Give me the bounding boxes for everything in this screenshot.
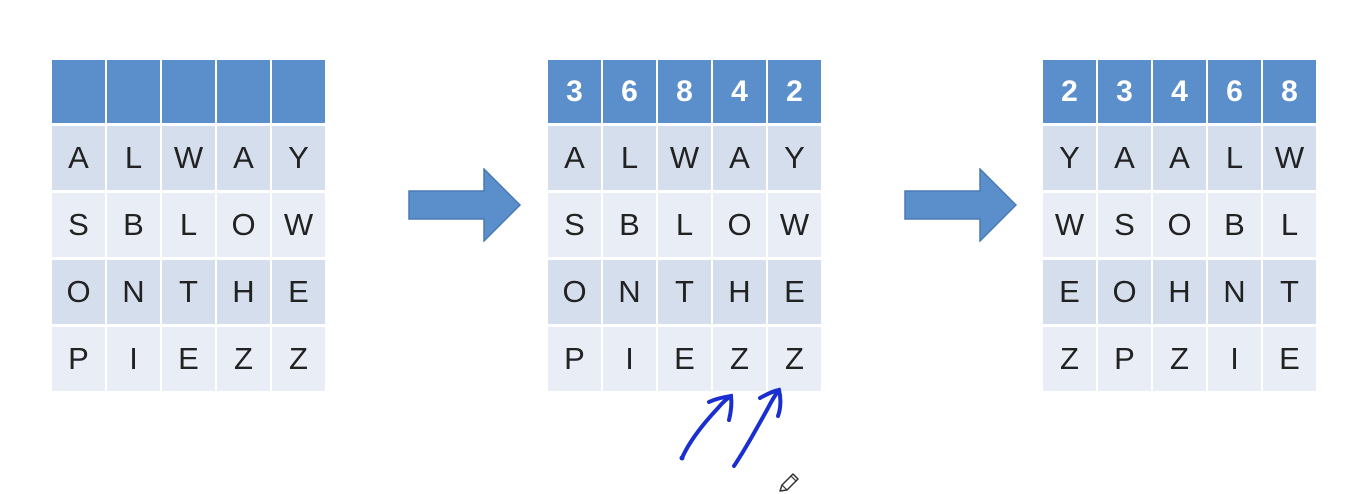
letter-cell: E (1043, 260, 1096, 324)
letter-cell: E (768, 260, 821, 324)
header-cell: 3 (548, 60, 601, 123)
letter-cell: I (603, 327, 656, 391)
letter-cell: Z (272, 327, 325, 391)
letter-cell: O (1098, 260, 1151, 324)
letter-cell: P (548, 327, 601, 391)
letter-cell: Z (1043, 327, 1096, 391)
letter-cell: E (1263, 327, 1316, 391)
letter-cell: L (162, 193, 215, 257)
letter-cell: O (217, 193, 270, 257)
letter-cell: N (603, 260, 656, 324)
header-cell: 4 (713, 60, 766, 123)
letter-cell: A (52, 126, 105, 190)
right-arrow-icon (408, 168, 522, 242)
letter-cell: O (1153, 193, 1206, 257)
letter-cell: L (1263, 193, 1316, 257)
letter-cell: T (162, 260, 215, 324)
letter-cell: L (603, 126, 656, 190)
pencil-cursor-icon (779, 473, 799, 492)
letter-cell: B (1208, 193, 1261, 257)
letter-cell: W (1263, 126, 1316, 190)
handwritten-arrows-annotation (679, 387, 783, 468)
letter-cell: S (52, 193, 105, 257)
letter-cell: I (1208, 327, 1261, 391)
letter-cell: A (217, 126, 270, 190)
letter-cell: Z (768, 327, 821, 391)
letter-cell: N (1208, 260, 1261, 324)
header-cell: 8 (658, 60, 711, 123)
letter-cell: Z (713, 327, 766, 391)
letter-cell: E (272, 260, 325, 324)
letter-cell: S (1098, 193, 1151, 257)
letter-cell: B (603, 193, 656, 257)
letter-cell: Z (1153, 327, 1206, 391)
letter-cell: B (107, 193, 160, 257)
header-cell: 2 (768, 60, 821, 123)
letter-cell: E (658, 327, 711, 391)
header-cell: 3 (1098, 60, 1151, 123)
header-cell (52, 60, 105, 123)
letter-cell: H (217, 260, 270, 324)
letter-cell: Y (768, 126, 821, 190)
letter-cell: W (1043, 193, 1096, 257)
header-cell (272, 60, 325, 123)
letter-cell: A (548, 126, 601, 190)
letter-cell: H (713, 260, 766, 324)
letter-cell: P (52, 327, 105, 391)
letter-cell: I (107, 327, 160, 391)
letter-cell: T (658, 260, 711, 324)
letter-cell: P (1098, 327, 1151, 391)
header-cell: 6 (1208, 60, 1261, 123)
letter-cell: L (1208, 126, 1261, 190)
letter-cell: W (272, 193, 325, 257)
header-cell: 4 (1153, 60, 1206, 123)
right-arrow-icon (904, 168, 1018, 242)
letter-cell: H (1153, 260, 1206, 324)
header-cell: 2 (1043, 60, 1096, 123)
letter-cell: T (1263, 260, 1316, 324)
header-cell (107, 60, 160, 123)
letter-cell: N (107, 260, 160, 324)
letter-cell: W (162, 126, 215, 190)
header-cell: 6 (603, 60, 656, 123)
letter-cell: L (107, 126, 160, 190)
header-cell: 8 (1263, 60, 1316, 123)
letter-cell: O (52, 260, 105, 324)
letter-cell: O (713, 193, 766, 257)
letter-cell: O (548, 260, 601, 324)
letter-cell: E (162, 327, 215, 391)
header-cell (162, 60, 215, 123)
letter-cell: L (658, 193, 711, 257)
letter-cell: Y (272, 126, 325, 190)
header-cell (217, 60, 270, 123)
letter-cell: Z (217, 327, 270, 391)
letter-cell: S (548, 193, 601, 257)
letter-cell: W (658, 126, 711, 190)
letter-cell: A (713, 126, 766, 190)
letter-cell: A (1098, 126, 1151, 190)
letter-cell: Y (1043, 126, 1096, 190)
letter-cell: W (768, 193, 821, 257)
letter-cell: A (1153, 126, 1206, 190)
